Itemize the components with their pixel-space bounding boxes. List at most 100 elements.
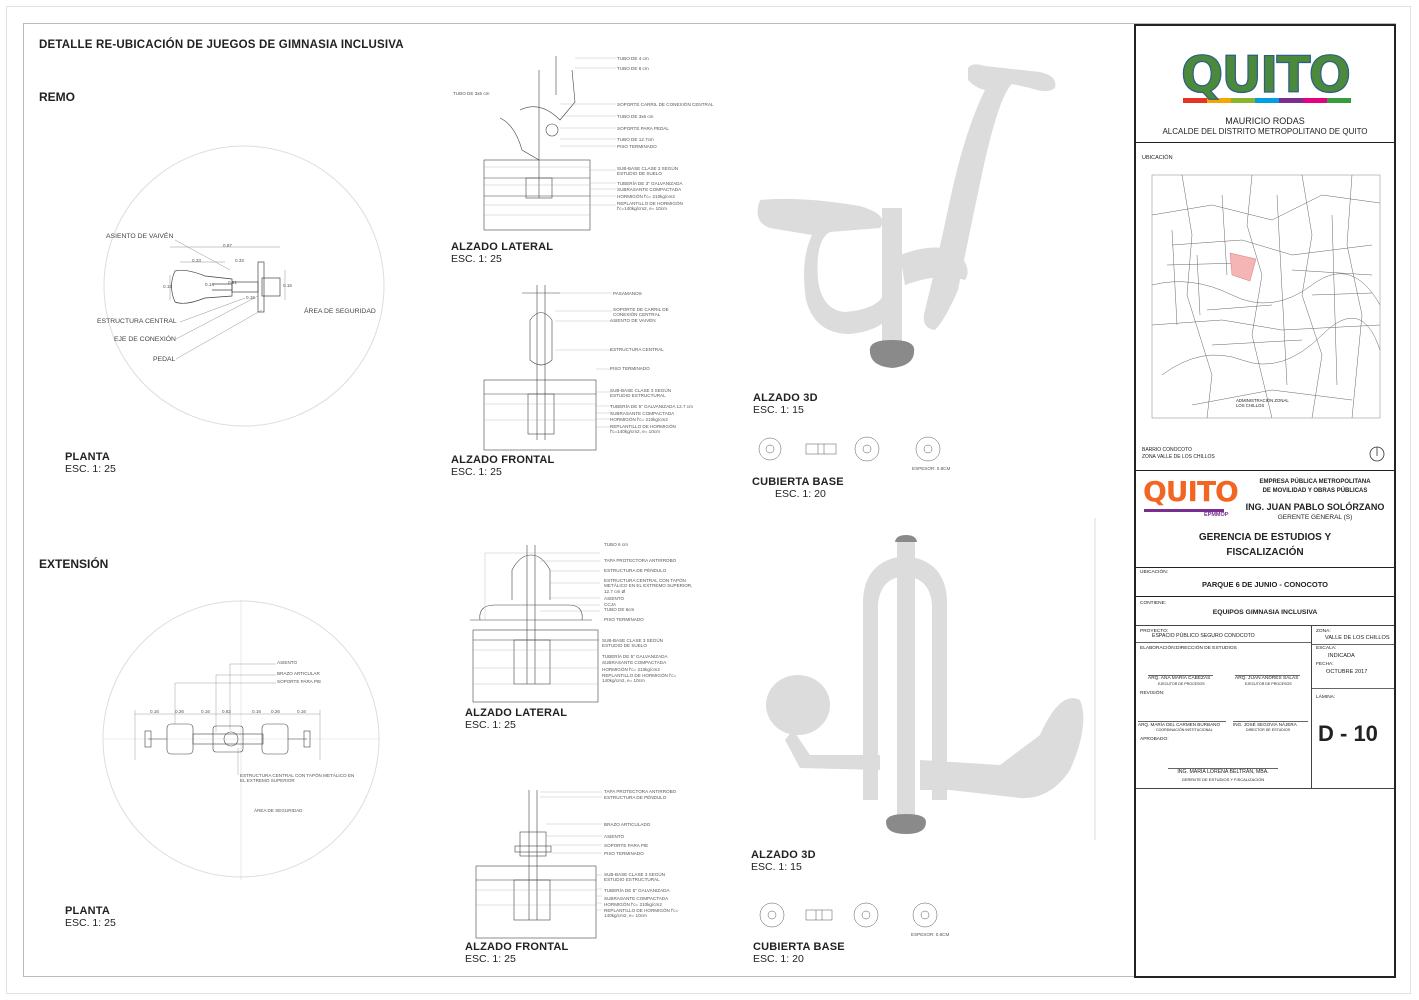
ubicacion-row: UBICACIÓN: PARQUE 6 DE JUNIO - CONOCOTO xyxy=(1136,568,1394,597)
remo-frontal-title: ALZADO FRONTAL xyxy=(451,454,555,466)
remo-lat-note: PISO TERMINADO xyxy=(617,144,657,149)
remo-plan-scale: ESC. 1: 25 xyxy=(65,463,116,475)
quito-logo: QUITO xyxy=(1180,45,1352,104)
ext-3d-scale: ESC. 1: 15 xyxy=(751,861,802,873)
remo-base-scale: ESC. 1: 20 xyxy=(775,488,826,500)
escala-value: INDICADA xyxy=(1328,653,1355,659)
remo-plan-label-safety: ÁREA DE SEGURIDAD xyxy=(304,308,376,315)
ext-plan-dim: 0.16 xyxy=(252,709,261,714)
ext-plan-dim: 0.16 xyxy=(201,709,210,714)
remo-plan-dim: 0.16 xyxy=(283,283,292,288)
contiene-value: EQUIPOS GIMNASIA INCLUSIVA xyxy=(1212,609,1318,616)
ext-front-note: SUB-BASE CLASE 3 SEGÚN ESTUDIO ESTRUCTUR… xyxy=(604,872,666,883)
ext-front-note: ASIENTO xyxy=(604,834,625,839)
remo-plan-dim: 0.15 xyxy=(163,284,172,289)
dept-line2: FISCALIZACIÓN xyxy=(1226,547,1304,558)
ext-lat-note: ASIENTO xyxy=(604,596,625,601)
ext-lat-note: TUBO 6 cm xyxy=(604,542,628,547)
manager-name: ING. JUAN PABLO SOLÓRZANO xyxy=(1245,502,1385,512)
mayor-role: ALCALDE DEL DISTRITO METROPOLITANO DE QU… xyxy=(1162,127,1368,136)
ext-plan-title: PLANTA xyxy=(65,905,110,917)
sign1-name: ARQ. ANA MARÍA CABEZAS xyxy=(1148,676,1211,681)
contiene-label: CONTIENE: xyxy=(1140,601,1167,606)
remo-front-note: SOPORTE DE CARRIL DE CONEXIÓN CENTRAL xyxy=(613,307,669,318)
ext-plan-label: ESTRUCTURA CENTRAL CON TAPÓN METÁLICO EN… xyxy=(240,773,355,784)
remo-plan-dim: 0.33 xyxy=(235,258,244,263)
signature-line xyxy=(1233,721,1308,722)
escala-label: ESCALA: xyxy=(1316,646,1337,651)
remo-plan-label-axis: EJE DE CONEXIÓN xyxy=(114,336,176,343)
remo-front-note: PISO TERMINADO xyxy=(610,366,650,371)
remo-front-note: PASAMANOS xyxy=(613,291,642,296)
ext-base-title: CUBIERTA BASE xyxy=(753,941,845,953)
company-line2: DE MOVILIDAD Y OBRAS PÚBLICAS xyxy=(1262,488,1368,494)
revision-label: REVISIÓN: xyxy=(1140,691,1165,696)
location-label: UBICACIÓN xyxy=(1142,155,1173,161)
fecha-value: OCTUBRE 2017 xyxy=(1326,669,1368,675)
section-remo: REMO xyxy=(39,90,75,104)
ext-front-note: REPLANTILLO DE HORMIGÓN f'c= 140kg/cm2, … xyxy=(604,908,679,919)
remo-lat-note: HORMIGÓN f'c= 210kg/cm2 xyxy=(617,194,675,199)
remo-lat-note: TUBO DE 6 cm xyxy=(617,66,649,71)
sign3-role: COORDINACIÓN INSTITUCIONAL xyxy=(1156,728,1213,732)
remo-plan-dim: 0.33 xyxy=(192,258,201,263)
barrio-label: BARRIO CONOCOTO xyxy=(1142,447,1192,453)
epmmop-logo-bar xyxy=(1144,509,1224,512)
ext-3d-title: ALZADO 3D xyxy=(751,849,816,861)
sign5-role: GERENTE DE ESTUDIOS Y FISCALIZACIÓN xyxy=(1181,777,1265,782)
tb-divider-vertical xyxy=(1311,626,1312,788)
remo-front-note: REPLANTILLO DE HORMIGÓN f'c=140kg/cm2, e… xyxy=(610,424,676,435)
sheet-title: DETALLE RE-UBICACIÓN DE JUEGOS DE GIMNAS… xyxy=(39,39,404,51)
ext-lat-note: TUBERÍA DE 5" GALVANIZADA xyxy=(602,654,668,659)
ext-lat-note: HORMIGÓN f'c= 210kg/cm2 xyxy=(602,667,660,672)
ext-plan-dim: 0.26 xyxy=(271,709,280,714)
sign5-name: ING. MARÍA LORENA BELTRÁN, MBA. xyxy=(1177,769,1269,775)
dept-line1: GERENCIA DE ESTUDIOS Y xyxy=(1198,532,1332,543)
sign4-role: DIRECTOR DE ESTUDIOS xyxy=(1246,728,1291,732)
ext-base-thickness: ESPESOR: 0.8CM xyxy=(911,932,950,937)
tb-line xyxy=(1136,642,1311,643)
signature-line xyxy=(1235,675,1300,676)
ext-plan-label: BRAZO ARTICULAR xyxy=(277,671,320,676)
ext-plan-dim: 0.16 xyxy=(150,709,159,714)
lamina-value: D - 10 xyxy=(1318,721,1378,746)
remo-lat-note: TUBO DE 12.7cm xyxy=(617,137,654,142)
ext-lat-note: PISO TERMINADO xyxy=(604,617,644,622)
remo-lat-note: SOPORTE CARRIL DE CONEXIÓN CENTRAL xyxy=(617,102,714,107)
zona-value: VALLE DE LOS CHILLOS xyxy=(1325,635,1390,641)
ext-lat-note: REPLANTILLO DE HORMIGÓN f'c= 140kg/cm2, … xyxy=(602,673,677,684)
mayor-section: QUITO MAURICIO RODAS ALCALDE DEL DISTRIT… xyxy=(1136,26,1394,143)
elaboracion-label: ELABORACIÓN: xyxy=(1140,646,1176,651)
remo-plan-dim: 0.87 xyxy=(223,243,232,248)
zona-label: ZONA: xyxy=(1316,629,1331,634)
ubicacion-label: UBICACIÓN: xyxy=(1140,570,1168,575)
remo-3d-title: ALZADO 3D xyxy=(753,392,818,404)
remo-front-note: ESTRUCTURA CENTRAL xyxy=(610,347,664,352)
ext-lat-note: TUBO DE 6cm xyxy=(604,607,635,612)
ext-front-note: ESTRUCTURA DE PÉNDULO xyxy=(604,795,667,800)
ext-plan-dim: 0.82 xyxy=(222,709,231,714)
signature-line xyxy=(1168,768,1278,769)
ext-front-note: TUBERÍA DE 5" GALVANIZADA xyxy=(604,888,670,893)
company-section: QUITO EPMMOP EMPRESA PÚBLICA METROPOLITA… xyxy=(1136,471,1394,568)
epmmop-logo-sub: EPMMOP xyxy=(1204,512,1229,518)
ext-lat-note: ESTRUCTURA DE PÉNDULO xyxy=(604,568,667,573)
remo-plan-title: PLANTA xyxy=(65,451,110,463)
remo-plan-dim: 0.15 xyxy=(246,295,255,300)
remo-plan-label-seat: ASIENTO DE VAIVÉN xyxy=(106,233,174,240)
company-line1: EMPRESA PÚBLICA METROPOLITANA xyxy=(1259,479,1371,485)
ext-frontal-scale: ESC. 1: 25 xyxy=(465,953,516,965)
remo-front-note: HORMIGÓN f'c= 210kg/cm2 xyxy=(610,417,668,422)
mayor-name: MAURICIO RODAS xyxy=(1225,116,1305,126)
sign2-role: EJECUTOR DE PROCESOS xyxy=(1245,682,1292,686)
ext-front-note: SUBRASANTE COMPACTADA xyxy=(604,896,669,901)
ext-plan-label: SOPORTE PARA PIE xyxy=(277,679,322,684)
ext-plan-label: ÁREA DE SEGURIDAD xyxy=(254,808,303,813)
ext-base-scale: ESC. 1: 20 xyxy=(753,953,804,965)
ext-plan-dim: 0.26 xyxy=(175,709,184,714)
quito-logo-text: QUITO xyxy=(1181,46,1349,104)
